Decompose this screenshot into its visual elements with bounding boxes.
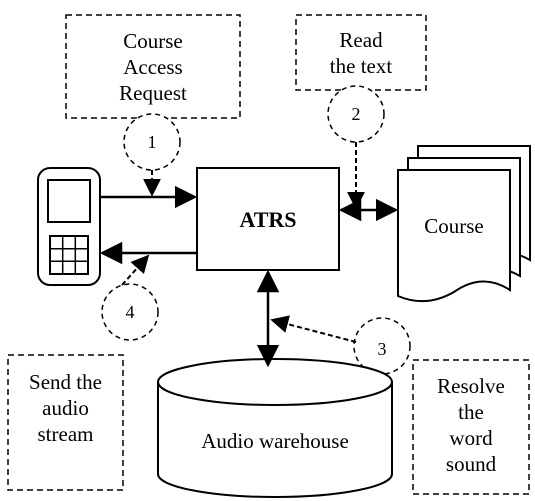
step-circle-2 [327,85,385,143]
audio-warehouse-label: Audio warehouse [201,429,349,453]
note-box-resolve-word-sound [412,359,530,495]
course-label: Course [424,214,484,238]
step-circle-4 [101,283,159,341]
step-circle-1 [123,113,181,171]
mobile-phone-icon [37,167,101,286]
note-read-the-text: Read the text [296,27,426,79]
database-cylinder-icon [157,358,393,498]
atrs-label: ATRS [239,207,297,232]
step-circle-3 [353,317,411,375]
note-line: word [449,426,493,450]
step-number-2: 2 [351,104,361,124]
step-number-3: 3 [377,339,387,359]
note-course-access-request: Course Access Request [66,28,240,106]
note-line: stream [37,422,94,446]
pointer-step-4 [121,254,150,286]
pointer-step-3 [270,315,357,343]
note-box-send-audio-stream [7,354,124,491]
note-line: the text [329,54,393,78]
document-stack-icon [397,145,531,303]
step-number-1: 1 [147,132,157,152]
note-line: the [458,400,484,424]
note-resolve-word-sound: Resolve the word sound [413,373,529,477]
note-line: audio [42,396,89,420]
step-number-4: 4 [125,302,135,322]
note-line: Read [339,28,383,52]
note-line: sound [445,452,497,476]
note-line: Send the [29,370,102,394]
note-line: Resolve [437,374,505,398]
note-send-audio-stream: Send the audio stream [8,369,123,447]
note-line: Access [123,55,183,79]
note-line: Course [123,29,183,53]
note-line: Request [119,81,187,105]
